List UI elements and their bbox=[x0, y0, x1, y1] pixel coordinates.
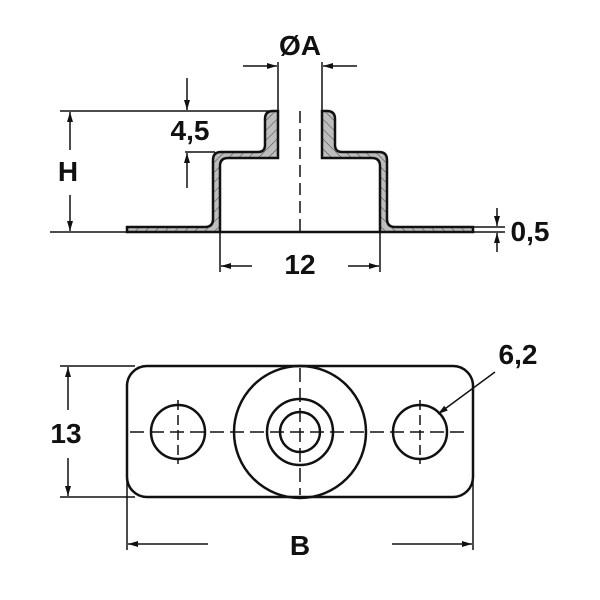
dim-hole-diameter-label: 6,2 bbox=[498, 339, 538, 370]
dim-height-label: H bbox=[57, 156, 79, 187]
dim-length-label: B bbox=[289, 530, 311, 561]
dim-diameter-a-label: ØA bbox=[279, 30, 321, 61]
section-left-half bbox=[125, 109, 280, 234]
section-view bbox=[125, 109, 475, 234]
section-right-half bbox=[320, 109, 475, 234]
dim-collar-height-label: 4,5 bbox=[170, 115, 210, 146]
dim-inner-width-label: 12 bbox=[284, 249, 316, 280]
hole-leader-arrow bbox=[437, 371, 496, 415]
dim-thickness-label: 0,5 bbox=[510, 216, 550, 247]
dim-plate-width-label: 13 bbox=[50, 418, 82, 449]
